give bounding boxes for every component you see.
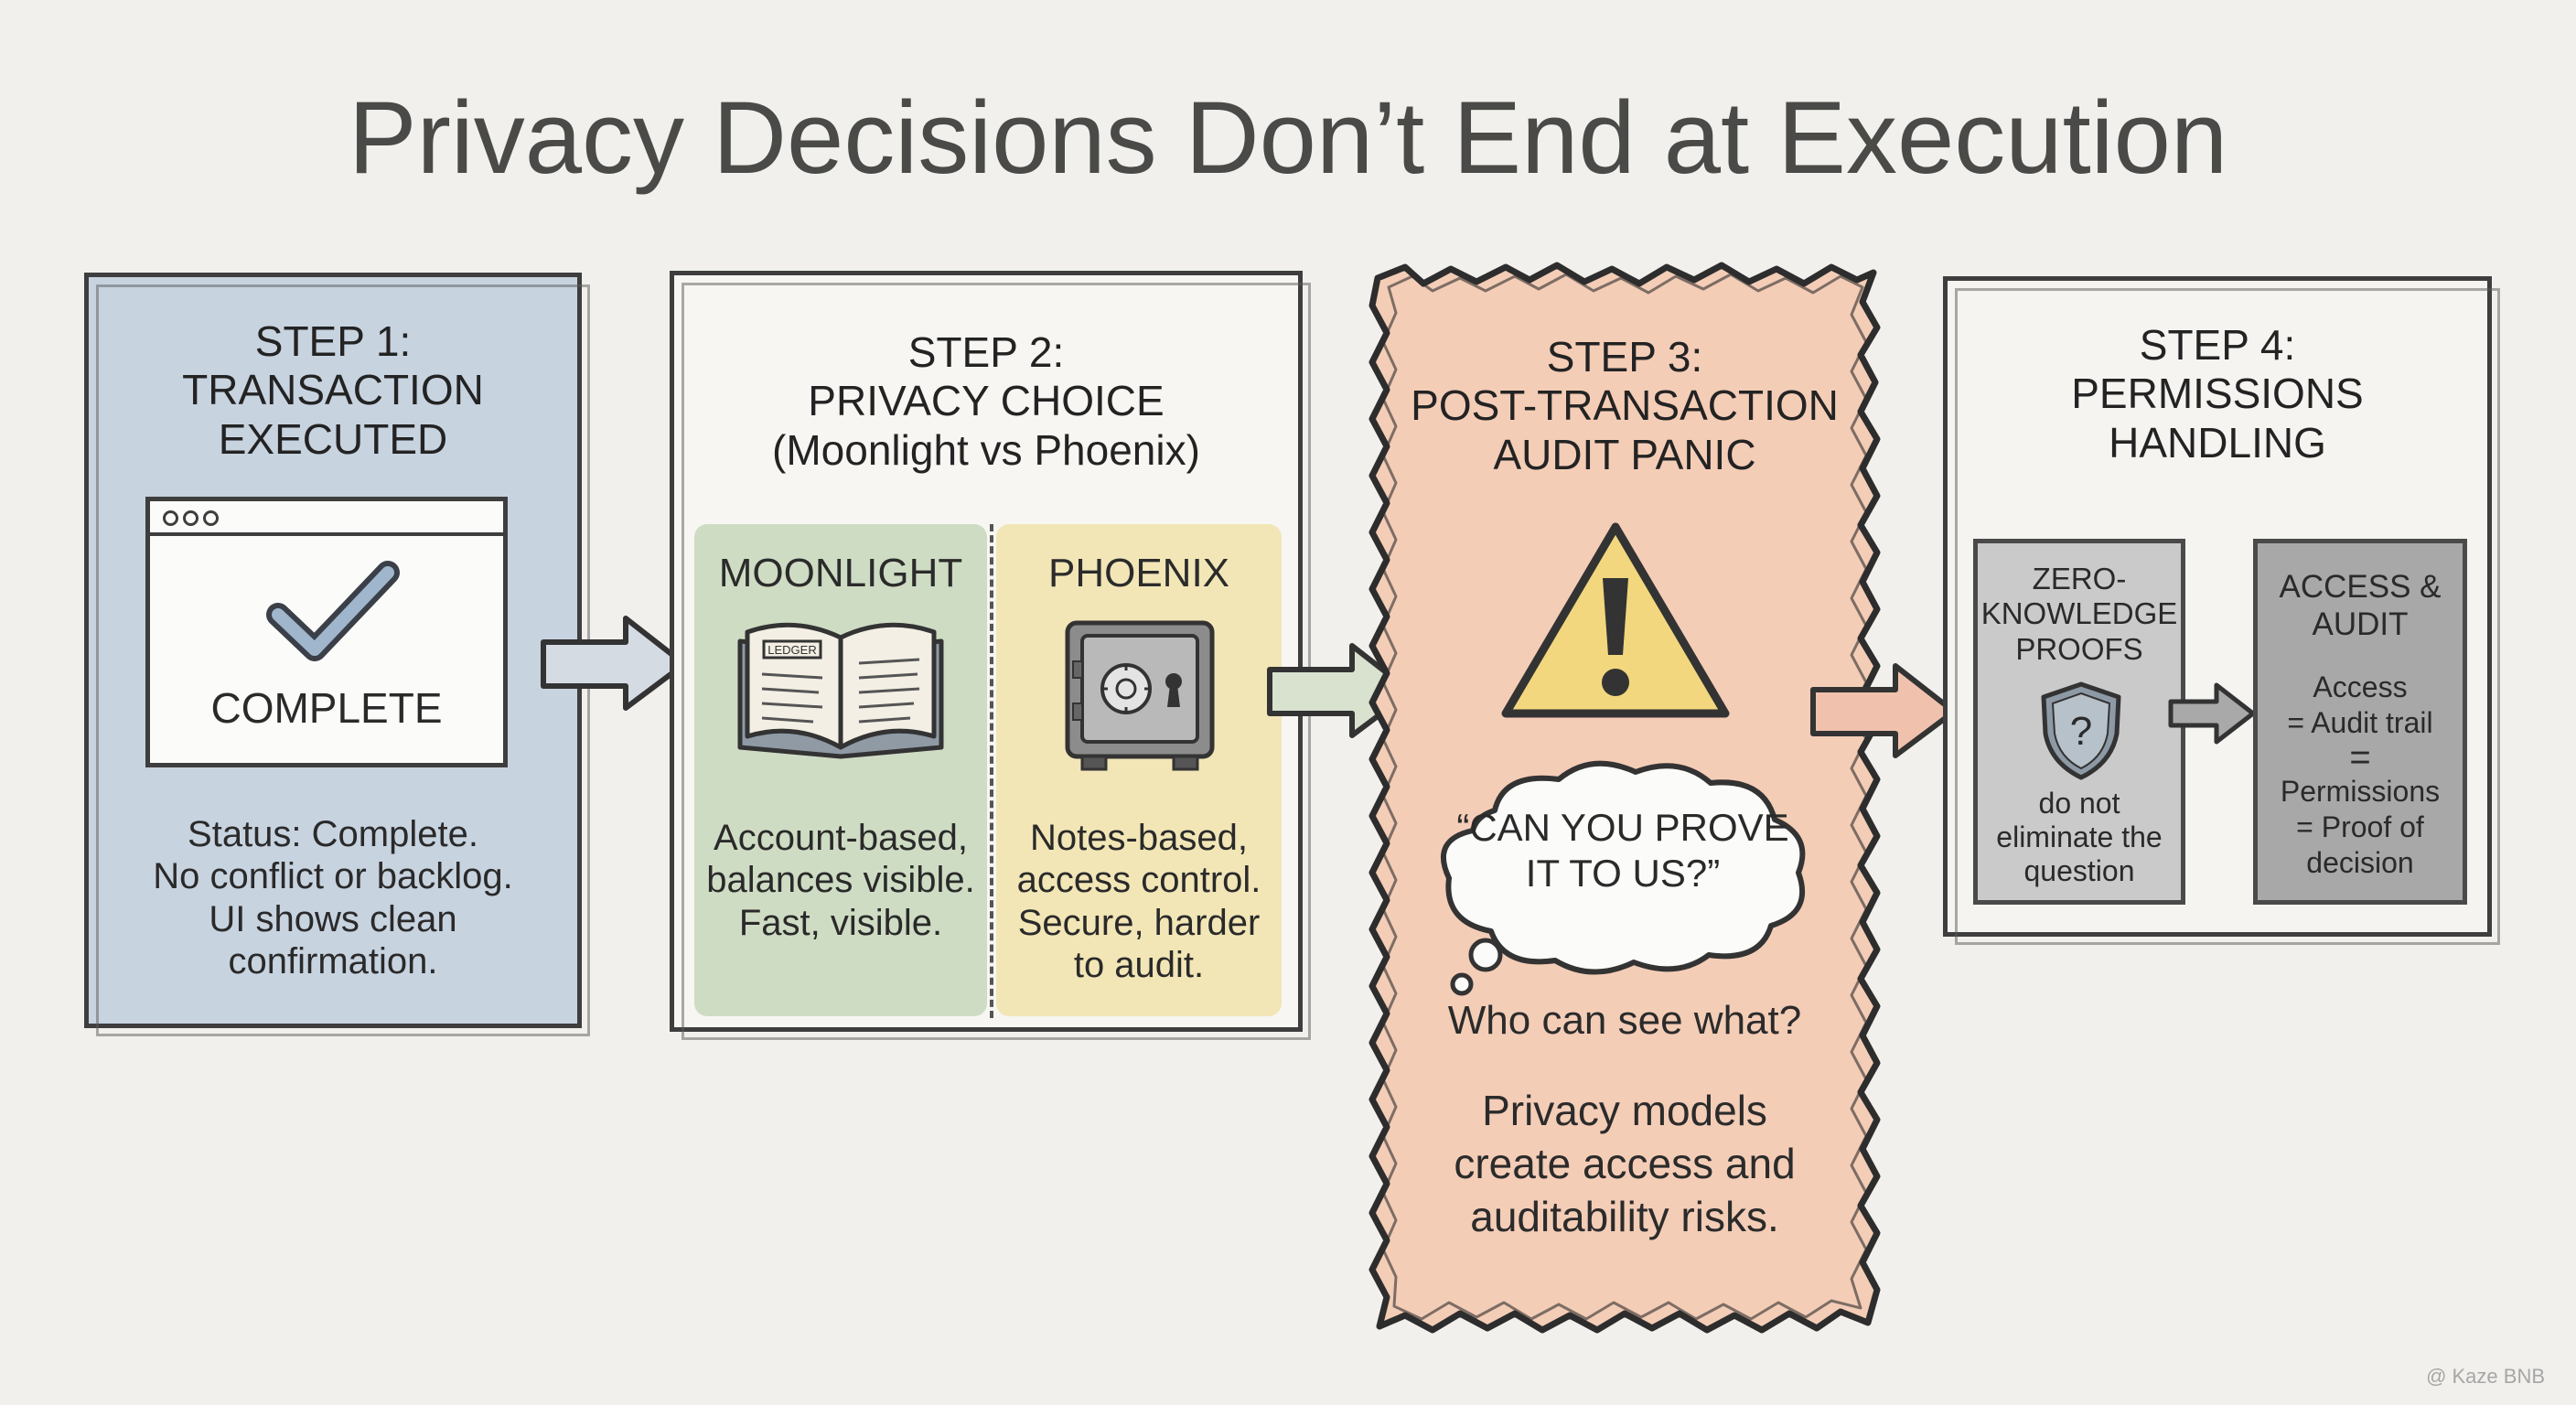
step4-panel: STEP 4: PERMISSIONS HANDLING ZERO- KNOWL… — [1943, 276, 2500, 945]
checkmark-icon — [266, 561, 400, 661]
ledger-label: LEDGER — [767, 643, 816, 657]
column-divider — [990, 524, 993, 1018]
access-audit-title: ACCESS & AUDIT — [2279, 569, 2442, 642]
step2-panel: STEP 2: PRIVACY CHOICE (Moonlight vs Pho… — [670, 271, 1311, 1040]
speech-cloud — [1440, 760, 1806, 996]
window-titlebar — [150, 501, 503, 536]
step3-description: Privacy models create access and auditab… — [1454, 1087, 1796, 1240]
audit-question-bubble: “CAN YOU PROVE IT TO US?” — [1456, 806, 1789, 896]
page-title: Privacy Decisions Don’t End at Execution — [348, 80, 2228, 195]
step3-question: Who can see what? — [1447, 998, 1802, 1043]
zk-title: ZERO- KNOWLEDGE PROOFS — [1980, 562, 2178, 666]
arrow-right-icon — [2168, 682, 2256, 745]
watermark: @ Kaze BNB — [2426, 1365, 2545, 1388]
shield-question-icon: ? — [2041, 681, 2121, 780]
zero-knowledge-card: ZERO- KNOWLEDGE PROOFS ? do not eliminat… — [1973, 539, 2185, 905]
warning-icon — [1501, 522, 1730, 718]
phoenix-description: Notes-based, access control. Secure, har… — [1016, 818, 1261, 986]
window-complete-label: COMPLETE — [210, 684, 443, 732]
moonlight-column: MOONLIGHT LEDGER Account-based, balances… — [694, 524, 987, 1016]
moonlight-title: MOONLIGHT — [718, 551, 963, 595]
access-audit-equations: Access = Audit trail = Permissions = Pro… — [2280, 670, 2441, 880]
window-dot-icon — [183, 510, 199, 526]
window-dot-icon — [203, 510, 219, 526]
arrow-right-icon — [541, 616, 687, 711]
svg-text:?: ? — [2070, 709, 2092, 754]
access-audit-card: ACCESS & AUDIT Access = Audit trail = Pe… — [2253, 539, 2467, 905]
step3-heading: STEP 3: POST-TRANSACTION AUDIT PANIC — [1411, 333, 1839, 478]
step1-panel: STEP 1: TRANSACTION EXECUTED COMPLETE St… — [84, 273, 590, 1036]
step2-heading: STEP 2: PRIVACY CHOICE (Moonlight vs Pho… — [772, 328, 1200, 474]
window-dot-icon — [163, 510, 178, 526]
ledger-book-icon: LEDGER — [737, 622, 944, 759]
safe-icon — [1065, 620, 1215, 771]
phoenix-title: PHOENIX — [1047, 551, 1230, 595]
arrow-right-icon — [1810, 663, 1957, 758]
moonlight-description: Account-based, balances visible. Fast, v… — [706, 818, 975, 943]
phoenix-column: PHOENIX Notes-based, access control. Sec… — [996, 524, 1282, 1016]
confirmation-window: COMPLETE — [145, 497, 508, 767]
step1-description: Status: Complete. No conflict or backlog… — [153, 814, 513, 982]
step1-heading: STEP 1: TRANSACTION EXECUTED — [182, 317, 484, 463]
step4-heading: STEP 4: PERMISSIONS HANDLING — [2071, 321, 2364, 467]
zk-description: do not eliminate the question — [1996, 787, 2163, 888]
